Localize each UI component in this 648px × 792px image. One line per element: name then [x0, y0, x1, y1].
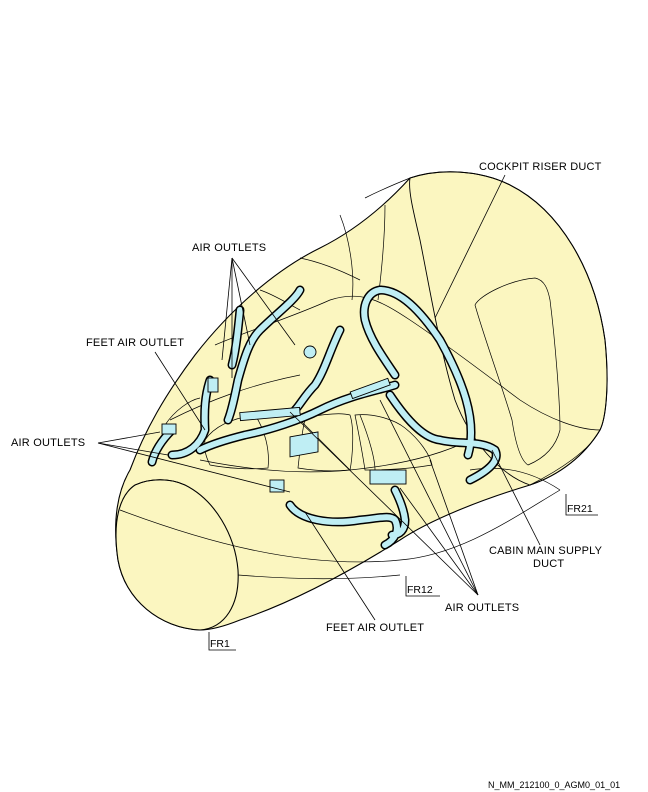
- label-cabin-main-supply-duct-line2: DUCT: [533, 558, 564, 570]
- frame-label-fr12: FR12: [407, 584, 433, 596]
- frame-label-fr1: FR1: [210, 638, 230, 650]
- air-outlet-block-lower: [269, 479, 285, 493]
- air-outlet-block-right: [349, 377, 391, 400]
- label-feet-air-outlet-top: FEET AIR OUTLET: [86, 337, 184, 349]
- air-outlet-block-far-left: [161, 423, 177, 435]
- feet-air-outlet-block: [289, 431, 319, 458]
- air-outlet-block-center: [369, 469, 407, 485]
- duct-network: [147, 285, 501, 550]
- label-air-outlets-bottom: AIR OUTLETS: [445, 602, 519, 614]
- air-outlet-block-upper: [239, 406, 301, 422]
- leader-lines: [97, 174, 598, 651]
- fuselage-shell: [115, 171, 608, 631]
- label-air-outlets-top: AIR OUTLETS: [192, 242, 266, 254]
- figure-reference-code: N_MM_212100_0_AGM0_01_01: [488, 780, 620, 790]
- label-air-outlets-left: AIR OUTLETS: [11, 437, 85, 449]
- air-outlet-round: [303, 345, 317, 359]
- air-outlet-block-left: [207, 377, 219, 393]
- label-cockpit-riser-duct: COCKPIT RISER DUCT: [479, 161, 602, 173]
- label-cabin-main-supply-duct-line1: CABIN MAIN SUPPLY: [489, 545, 603, 557]
- label-feet-air-outlet-bottom: FEET AIR OUTLET: [326, 622, 424, 634]
- frame-label-fr21: FR21: [567, 503, 593, 515]
